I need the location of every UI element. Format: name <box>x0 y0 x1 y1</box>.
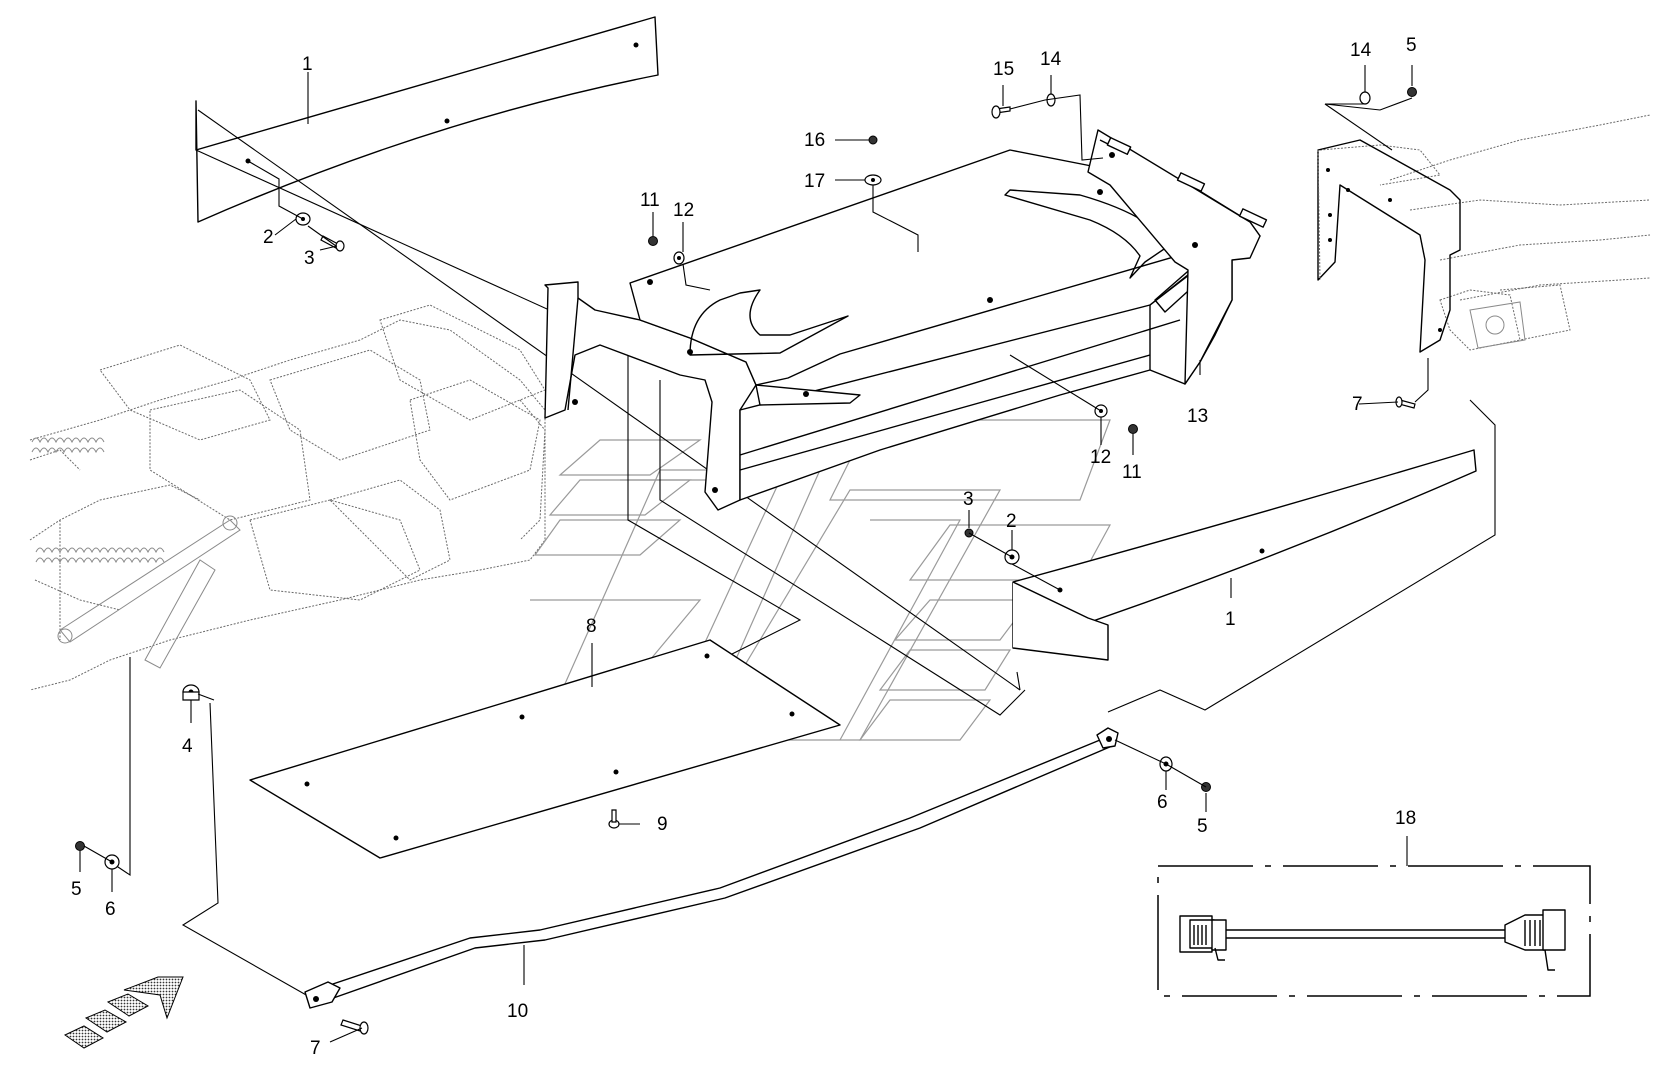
callout-14-top-right: 14 <box>1350 40 1372 61</box>
callout-1-upper: 1 <box>302 54 313 75</box>
callout-5-top-right: 5 <box>1406 35 1417 56</box>
callout-12-left: 12 <box>673 200 694 221</box>
callout-7-bottom: 7 <box>310 1038 321 1059</box>
callout-6-lower-left: 6 <box>105 899 116 920</box>
callout-11-right: 11 <box>1122 462 1142 483</box>
part-13-main-frame <box>544 129 1268 511</box>
background-machine-left <box>29 304 546 691</box>
part-8-floor-plate <box>249 639 841 859</box>
callout-15: 15 <box>993 59 1014 80</box>
part-18-cable-box <box>1157 865 1591 997</box>
callout-2-upper: 2 <box>263 227 274 248</box>
callout-14-top: 14 <box>1040 49 1062 70</box>
part-1-panel-lower-right <box>1012 449 1477 661</box>
callout-3-upper: 3 <box>304 248 315 269</box>
part-10-rod <box>304 727 1119 1009</box>
callout-5-lower-left: 5 <box>71 879 82 900</box>
callout-16: 16 <box>804 130 825 151</box>
callout-1-lower: 1 <box>1225 609 1236 630</box>
callout-9: 9 <box>657 814 668 835</box>
callout-5-rod-right: 5 <box>1197 816 1208 837</box>
callout-8: 8 <box>586 616 597 637</box>
part-1-panel-upper-left <box>195 16 659 223</box>
direction-arrow-icon <box>63 976 184 1049</box>
callout-13: 13 <box>1187 406 1208 427</box>
callout-7-right: 7 <box>1352 394 1363 415</box>
callout-labels: 1 1 2 2 3 3 4 5 5 5 6 6 7 7 8 9 10 11 11… <box>71 35 1417 1059</box>
background-machine-right <box>1319 114 1651 351</box>
callout-12-right: 12 <box>1090 447 1111 468</box>
callout-18: 18 <box>1395 808 1416 829</box>
callout-4: 4 <box>182 736 193 757</box>
callout-leaders <box>79 65 1429 1043</box>
callout-3-lower: 3 <box>963 489 974 510</box>
right-bracket <box>1317 139 1461 353</box>
callout-17: 17 <box>804 171 825 192</box>
callout-2-lower: 2 <box>1006 511 1017 532</box>
callout-6-rod-right: 6 <box>1157 792 1168 813</box>
callout-11-left: 11 <box>640 190 660 211</box>
callout-10: 10 <box>507 1001 528 1022</box>
